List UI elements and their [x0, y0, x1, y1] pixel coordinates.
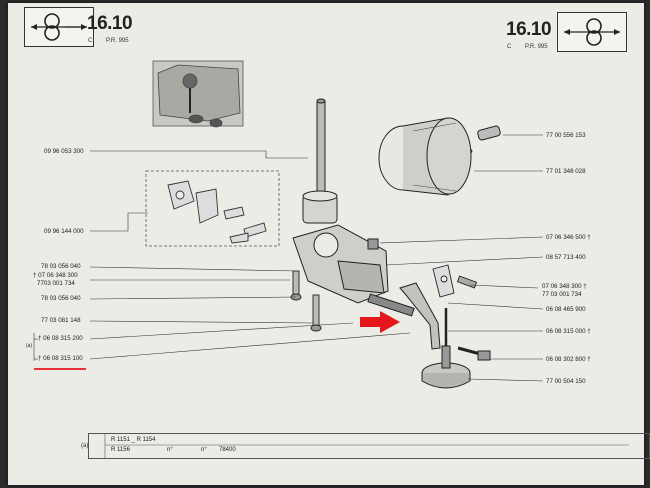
legend-mark: (a): [81, 443, 89, 449]
oil-strainer: [421, 345, 471, 389]
pipe-bracket: [432, 264, 478, 298]
label-right-3: 08 57 713 400: [546, 254, 586, 261]
label-left-7: † 06 08 315 200: [38, 335, 83, 342]
page-code-right: P.R. 995: [525, 44, 548, 50]
label-left-1: 09 96 144 000: [44, 228, 84, 235]
legend-range-value: 78400: [219, 447, 236, 453]
label-right-8: 06 08 302 800 †: [546, 356, 591, 363]
catalog-page: 16.10 C P.R. 995 16.10 C P.R. 995: [8, 3, 650, 485]
legend-box: (a) R 1151 _ R 1154 R 1156 n° n° 78400: [81, 433, 650, 459]
label-right-9: 77 00 504 150: [546, 378, 586, 385]
label-right-0: 77 00 556 153: [546, 132, 586, 139]
label-left-5: 78 03 056 040: [41, 295, 81, 302]
label-right-7: 06 08 315 000 †: [546, 328, 591, 335]
header-icon-box-left: [24, 7, 94, 47]
label-right-2: 07 06 346 500 †: [546, 234, 591, 241]
leader-lines: [33, 134, 544, 382]
oil-pickup-pipe: [367, 282, 491, 361]
page-number-right: 16.10: [506, 19, 552, 40]
side-mark: (a): [26, 343, 33, 349]
engine-block-thumbnail: [152, 60, 244, 128]
legend-range-to: n°: [201, 447, 207, 453]
red-pointer-arrow-icon: [360, 311, 400, 333]
label-right-1: 77 01 348 028: [546, 168, 586, 175]
header-icon-box-right: [557, 12, 627, 52]
label-left-8: † 06 08 315 100: [38, 355, 83, 362]
oil-filter: [378, 117, 473, 196]
legend-row-1: R 1151 _ R 1154: [111, 437, 156, 443]
label-right-6: 06 08 465 900: [546, 306, 586, 313]
label-left-3: † 07 06 348 300: [33, 272, 78, 279]
page-sub-c-left: C: [88, 38, 93, 44]
label-left-2: 78 03 056 040: [41, 263, 81, 270]
gasket-bracket: [167, 180, 267, 244]
engine-oil-pump-icon: [564, 18, 620, 46]
legend-row-2: R 1156: [111, 447, 130, 453]
label-right-4: 07 06 348 300 †: [542, 283, 587, 290]
page-code-left: P.R. 995: [106, 38, 129, 44]
mounting-bolts: [290, 270, 322, 332]
legend-range-from: n°: [167, 447, 173, 453]
engine-oil-pump-icon: [31, 13, 87, 41]
label-left-4: 7703 001 734: [37, 280, 75, 287]
filter-union: [477, 125, 501, 141]
label-left-6: 77 03 081 148: [41, 317, 81, 324]
label-left-0: 09 96 053 300: [44, 148, 84, 155]
legend-lines: [104, 434, 629, 458]
exploded-view-drawing: [33, 60, 544, 389]
drive-shaft: [302, 98, 338, 224]
oil-pump-body: [292, 224, 389, 304]
page-number-left: 16.10: [87, 13, 133, 34]
page-sub-c-right: C: [507, 44, 512, 50]
label-right-5: 77 03 001 734: [542, 291, 582, 298]
